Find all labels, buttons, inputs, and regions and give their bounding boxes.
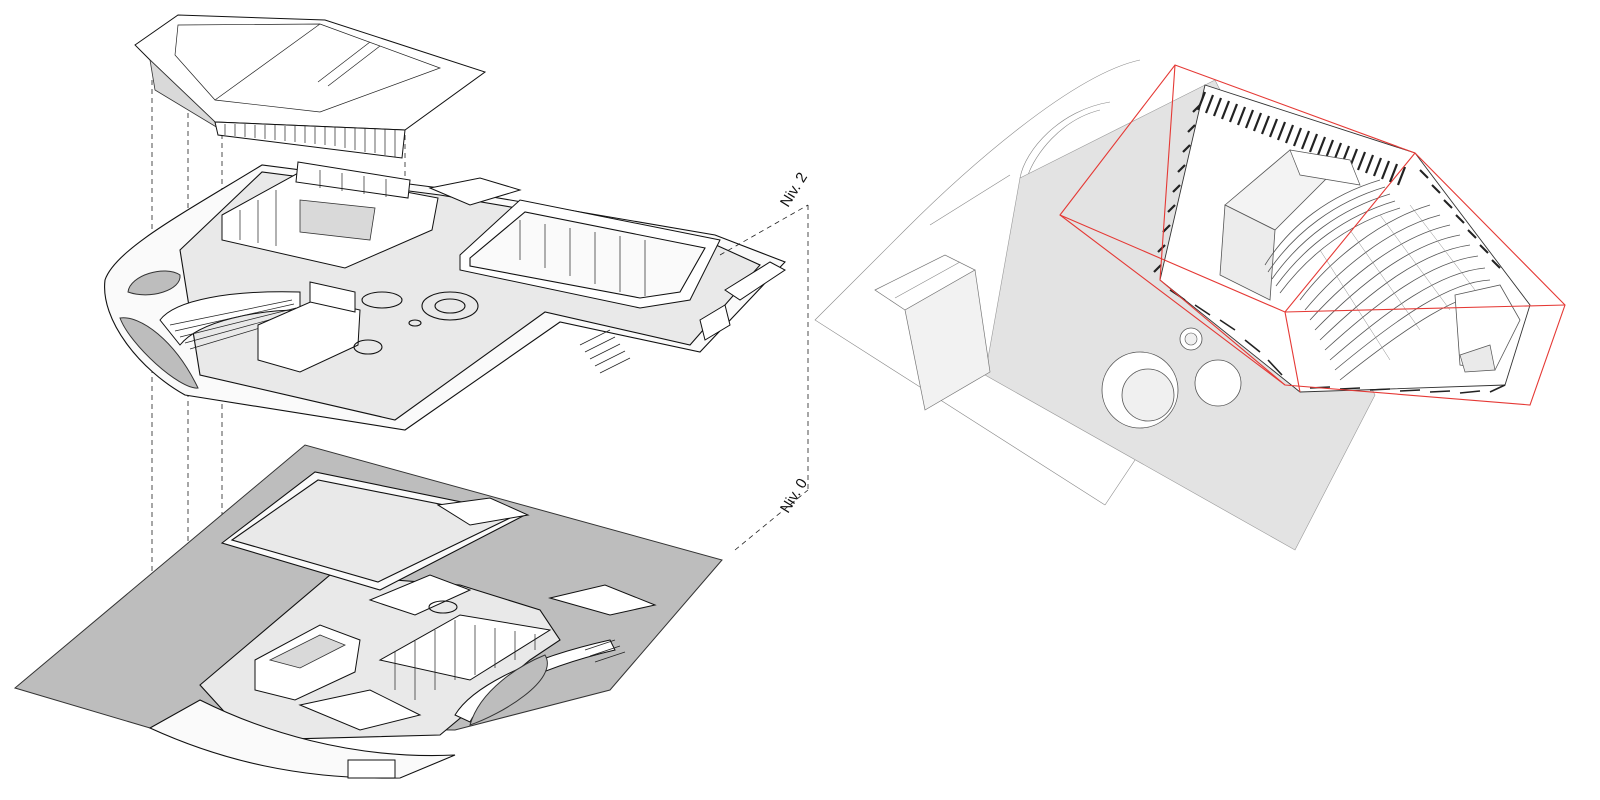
auditorium-perspective bbox=[814, 59, 1566, 551]
round-openings bbox=[1101, 327, 1242, 429]
level-2-plan bbox=[104, 161, 786, 431]
ground-plane bbox=[984, 79, 1376, 551]
level-0-plan bbox=[13, 444, 723, 779]
level-0-label: Niv. 0 bbox=[777, 476, 811, 517]
level-0-leader: Niv. 0 bbox=[734, 476, 811, 551]
level-2-label: Niv. 2 bbox=[777, 170, 811, 211]
volume-highlight-outline bbox=[1059, 64, 1566, 406]
roof bbox=[134, 14, 487, 159]
exploded-axonometric: Niv. 2 bbox=[13, 14, 811, 779]
courtyard bbox=[874, 254, 991, 411]
level-2-leader: Niv. 2 bbox=[719, 170, 811, 490]
